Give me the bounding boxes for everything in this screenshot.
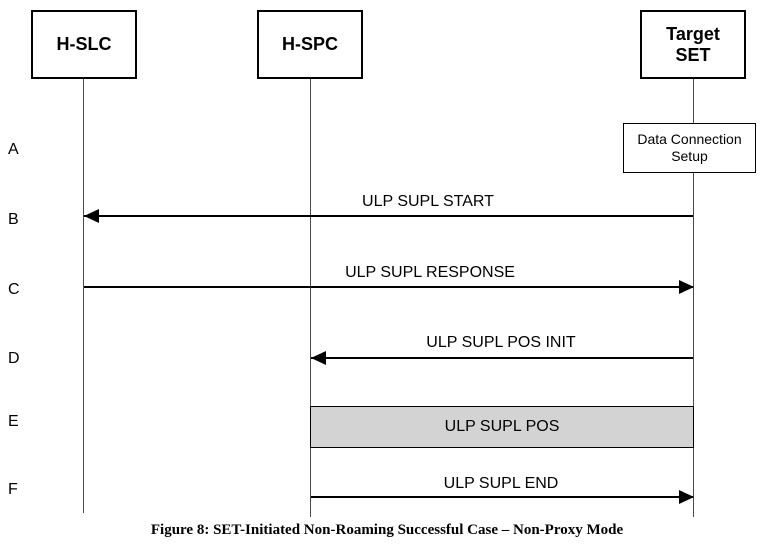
row-label-a: A xyxy=(8,141,19,158)
row-label-d: D xyxy=(8,350,20,367)
row-label-b: B xyxy=(8,211,19,228)
arrowhead-right-icon xyxy=(679,490,694,504)
actor-label-h-slc: H-SLC xyxy=(56,34,112,54)
arrowhead-right-icon xyxy=(679,280,694,294)
message-label-supl-pos-init: ULP SUPL POS INIT xyxy=(426,334,576,351)
message-line-supl-response xyxy=(84,286,693,288)
lifeline-target-set xyxy=(693,79,694,517)
actor-label-h-spc: H-SPC xyxy=(281,34,338,54)
row-label-e: E xyxy=(8,413,19,430)
actor-box-h-slc: H-SLC xyxy=(31,10,137,79)
actor-box-h-spc: H-SPC xyxy=(257,10,363,79)
message-label-supl-response: ULP SUPL RESPONSE xyxy=(345,264,515,281)
message-line-supl-end xyxy=(311,496,693,498)
row-label-c: C xyxy=(8,281,20,298)
data-connection-setup-box: Data Connection Setup xyxy=(623,123,756,173)
lifeline-h-spc xyxy=(310,79,311,517)
actor-label-target-set: Target SET xyxy=(666,23,720,65)
message-line-supl-pos-init xyxy=(311,357,693,359)
message-label-supl-end: ULP SUPL END xyxy=(443,475,559,492)
arrowhead-left-icon xyxy=(311,351,326,365)
arrowhead-left-icon xyxy=(84,209,99,223)
message-line-supl-start xyxy=(84,215,693,217)
message-label-supl-pos: ULP SUPL POS xyxy=(444,418,560,435)
actor-box-target-set: Target SET xyxy=(640,10,746,79)
message-label-supl-start: ULP SUPL START xyxy=(362,193,494,210)
figure-caption: Figure 8: SET-Initiated Non-Roaming Succ… xyxy=(150,522,624,538)
supl-pos-box: ULP SUPL POS xyxy=(310,406,694,448)
lifeline-h-slc xyxy=(83,79,84,513)
row-label-f: F xyxy=(8,481,18,498)
